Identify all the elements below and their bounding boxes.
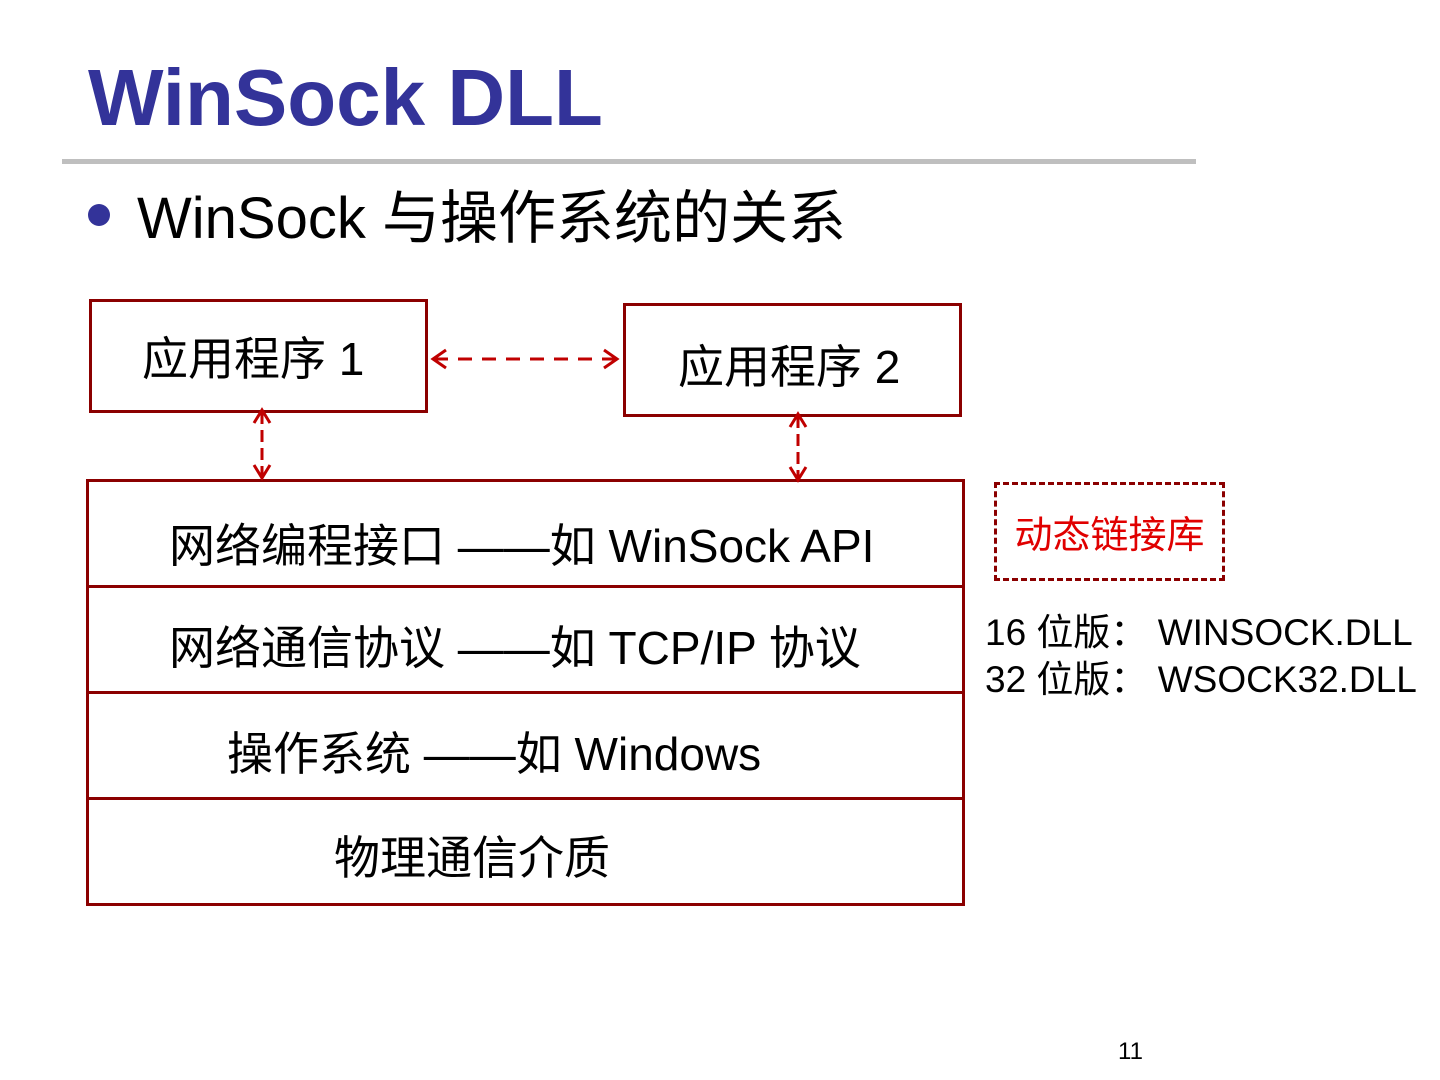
title-divider [62,159,1196,164]
layer-api-box: 网络编程接口 ——如 WinSock API [86,479,965,588]
app2-link-top-arrowhead-icon [788,411,808,428]
slide-title: WinSock DLL [88,53,603,142]
page-number: 11 [1118,1038,1143,1065]
app2-box: 应用程序 2 [623,303,962,417]
bullet-text: WinSock 与操作系统的关系 [137,186,846,251]
layer-protocol-label: 网络通信协议 ——如 TCP/IP 协议 [169,621,861,674]
dll-label-box: 动态链接库 [994,482,1225,581]
dll-version-16: 16 位版： WINSOCK.DLL [985,612,1413,653]
dll-version-32: 32 位版： WSOCK32.DLL [985,659,1417,700]
layer-api-label: 网络编程接口 ——如 WinSock API [169,519,875,572]
app2-link-bottom-arrowhead-icon [788,466,808,483]
bullet-dot-icon [88,204,110,226]
app1-box: 应用程序 1 [89,299,428,413]
app-link-left-arrowhead-icon [430,348,447,370]
layer-physical-box: 物理通信介质 [86,797,965,906]
app-link-right-arrowhead-icon [603,348,620,370]
dll-label: 动态链接库 [1014,515,1205,557]
app2-label: 应用程序 2 [678,341,901,393]
layer-os-label: 操作系统 ——如 Windows [227,727,762,780]
app1-label: 应用程序 1 [142,333,365,385]
layer-physical-label: 物理通信介质 [334,831,610,884]
app1-link-top-arrowhead-icon [252,407,272,424]
layer-protocol-box: 网络通信协议 ——如 TCP/IP 协议 [86,585,965,694]
app1-link-bottom-arrowhead-icon [252,464,272,481]
